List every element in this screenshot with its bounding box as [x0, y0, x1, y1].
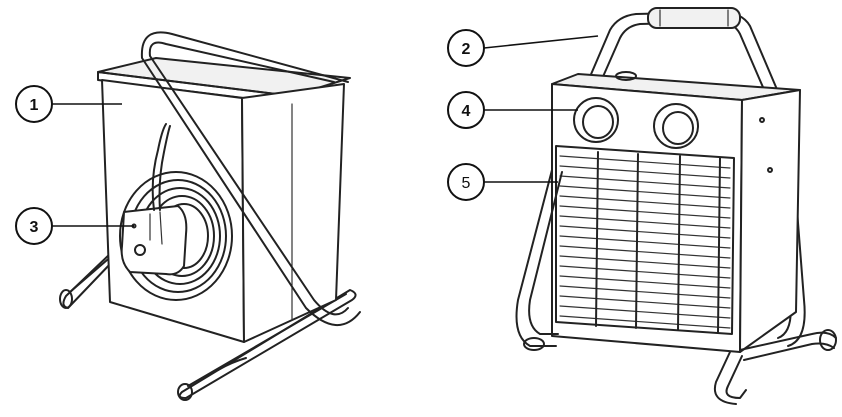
callout-4: 4 — [447, 91, 578, 129]
front-air-grille — [555, 145, 735, 335]
callout-4-label: 4 — [462, 103, 471, 120]
control-knobs — [573, 97, 699, 149]
callout-2-label: 2 — [462, 41, 471, 58]
heater-rear-view — [59, 31, 361, 401]
rear-housing — [97, 57, 351, 343]
callout-3-label: 3 — [30, 219, 39, 236]
callout-2: 2 — [447, 29, 599, 67]
motor-terminal-box — [120, 123, 188, 276]
callout-1-label: 1 — [30, 97, 39, 114]
front-housing — [551, 71, 801, 353]
heater-front-view — [515, 7, 837, 405]
rear-fan-grill — [119, 171, 233, 301]
callout-5: 5 — [447, 163, 558, 201]
front-frame-feet — [515, 169, 837, 405]
callout-5-label: 5 — [462, 175, 471, 192]
rear-handle — [140, 31, 361, 327]
callout-3: 3 — [15, 207, 134, 245]
front-handle — [585, 7, 806, 347]
callout-1: 1 — [15, 85, 122, 123]
